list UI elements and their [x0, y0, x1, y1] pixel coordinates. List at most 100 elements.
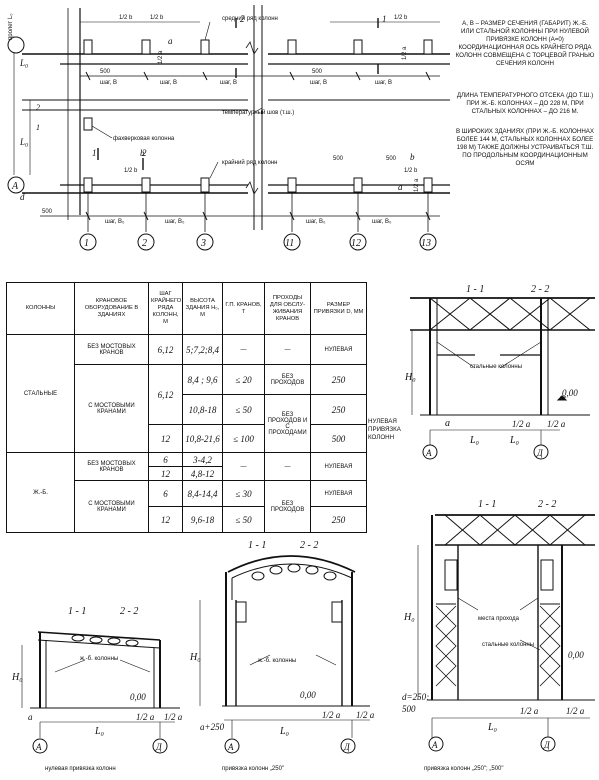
cell-pass-3: Без проходов и с проходами — [264, 394, 311, 453]
step-b-2: шаг, В — [160, 80, 177, 86]
note-wide-buildings: В широких зданиях (при ж.-б. колоннах бо… — [455, 128, 595, 167]
rcz-axis-a: А — [35, 742, 42, 752]
cell-cap-1: — — [222, 334, 265, 365]
th-height: Высота здания H₀, м — [182, 282, 223, 335]
rc250-half-a-1: 1/2 a — [322, 710, 341, 720]
cell-rc: Ж.-б. — [6, 452, 75, 533]
half-b-1: 1/2 b — [119, 15, 133, 21]
th-binding: Размер привязки d, мм — [310, 282, 367, 335]
steel-half-a-1: 1/2 a — [512, 419, 531, 429]
steel-h0: H₀ — [404, 372, 416, 383]
rc250-a250: a+250 — [200, 722, 225, 732]
dim-500-top-2: 500 — [312, 69, 323, 75]
cell-h-7: 8,4-14,4 — [182, 480, 223, 507]
table-row: С мостовыми кранами 6,12 8,4 ; 9,6 ≤ 20 … — [7, 364, 367, 453]
section-mark-top-1: 1 — [382, 14, 387, 24]
rc250-axis-a: А — [227, 742, 234, 752]
rc250-s11: 1 - 1 — [248, 540, 266, 551]
table-header-row: Колонны Крановое оборудование в зданиях … — [6, 282, 367, 335]
steel-level: 0,00 — [562, 388, 578, 398]
cell-no-crane-2: Без мостовых кранов — [74, 452, 149, 481]
cell-cap-4: ≤ 100 — [222, 424, 265, 453]
cell-cap-8: ≤ 50 — [222, 506, 265, 533]
cell-with-crane-2: С мостовыми кранами — [74, 480, 149, 533]
dim-500-bottom-3: 500 — [42, 209, 53, 215]
cell-bind-3: 250 — [310, 394, 367, 425]
rc250-h0: H₀ — [189, 652, 201, 663]
cell-h-6: 4,8-12 — [182, 466, 223, 481]
stp-steel-cols: стальные колонны — [482, 642, 534, 648]
dim-500-bottom-2: 500 — [386, 156, 397, 162]
steel-pass-section-labels: 1 - 1 2 - 2 места прохода стальные колон… — [402, 499, 585, 772]
a-dim-1: а — [168, 36, 173, 46]
cell-cap-7: ≤ 30 — [222, 480, 265, 507]
rcz-h0: H₀ — [11, 672, 23, 683]
cell-h-4: 10,8-21,6 — [182, 424, 223, 453]
table-row: С мостовыми кранами 6 8,4-14,4 ≤ 30 Без … — [7, 480, 367, 533]
steel-axis-d: Д — [536, 448, 544, 458]
rc250-cols-label: ж.-б. колонны — [258, 658, 296, 664]
th-crane: Крановое оборудование в зданиях — [74, 282, 149, 335]
stp-s11: 1 - 1 — [478, 499, 496, 510]
axis-1: 1 — [84, 238, 89, 249]
step-b-4: шаг, В — [310, 80, 327, 86]
rcz-a: a — [28, 712, 33, 722]
cell-h-8: 9,6-18 — [182, 506, 223, 533]
stp-level: 0,00 — [568, 650, 584, 660]
half-b-5: 1/2 b — [404, 168, 418, 174]
halfwood-column-label: фахверковая колонна — [113, 136, 175, 142]
half-a-1: 1/2 a — [158, 50, 164, 64]
table-row: Стальные Без мостовых кранов 6,12 5;7,2;… — [6, 334, 367, 453]
steel-section-labels: 1 - 1 2 - 2 стальные колонны H₀ 0,00 a L… — [404, 284, 578, 458]
steel-a: a — [445, 418, 450, 429]
rcz-axis-d: Д — [155, 742, 163, 752]
stp-s22: 2 - 2 — [538, 499, 556, 510]
cell-step-1: 6,12 — [148, 334, 183, 365]
column-plan — [13, 5, 450, 232]
stp-h0: H₀ — [403, 612, 415, 623]
cell-h-1: 5;7,2;8,4 — [182, 334, 223, 365]
cell-pass-5: — — [264, 452, 311, 481]
rcz-zero-bind: нулевая привязка колонн — [45, 766, 116, 772]
steel-cols-label: стальные колонны — [470, 364, 522, 370]
cell-step-5: 6 — [148, 452, 183, 467]
mark-2-left: 2 — [36, 103, 40, 112]
steel-section-drawing — [410, 297, 595, 460]
cell-cap-5: — — [222, 452, 265, 481]
stp-L0: L₀ — [487, 722, 498, 733]
steel-s22: 2 - 2 — [531, 284, 549, 295]
note-temperature-joint: Длина температурного отсека (до т.ш.) пр… — [456, 92, 594, 115]
steel-L0-1: L₀ — [469, 435, 480, 446]
rcz-L0: L₀ — [94, 726, 105, 737]
table-row: Ж.-б. Без мостовых кранов 6 3-4,2 — — ну… — [6, 452, 367, 533]
rc250-axis-d: Д — [343, 742, 351, 752]
cell-step-2: 6,12 — [148, 364, 183, 425]
cell-step-4: 12 — [148, 424, 183, 453]
cell-bind-1: нулевая — [310, 334, 367, 365]
half-b-2: 1/2 b — [150, 15, 164, 21]
cell-h-3: 10,8-18 — [182, 394, 223, 425]
steel-s11: 1 - 1 — [466, 284, 484, 295]
cell-no-crane-1: Без мостовых кранов — [74, 334, 149, 365]
cell-step-7: 6 — [148, 480, 183, 507]
stp-axis-d: Д — [543, 740, 551, 750]
rc-zero-section-labels: 1 - 1 2 - 2 ж.-б. колонны H₀ 0,00 a L₀ 1… — [11, 606, 183, 772]
L0-plan-top: L₀ — [19, 58, 28, 68]
rc250-half-a-2: 1/2 a — [356, 710, 375, 720]
stp-d500: 500 — [402, 704, 416, 714]
cell-bind-5: нулевая — [310, 452, 367, 481]
axis-2: 2 — [142, 238, 147, 249]
rc-250-section-drawing — [199, 555, 370, 754]
stp-half-a-2: 1/2 a — [566, 706, 585, 716]
step-b0-1: шаг, В₀ — [105, 219, 125, 225]
cell-h-5: 3-4,2 — [182, 452, 223, 467]
th-step: Шаг крайнего ряда колонн, м — [148, 282, 183, 335]
half-b-4: 1/2 b — [124, 168, 138, 174]
span-label: пролет L₀ — [8, 13, 14, 40]
b-dim-2: b — [410, 152, 415, 162]
cell-bind-8: 250 — [310, 506, 367, 533]
edge-row-label: крайний ряд колонн — [222, 159, 277, 166]
rc-250-section-labels: 1 - 1 2 - 2 ж.-б. колонны H₀ 0,00 a+250 … — [189, 540, 375, 772]
table-row: 12 9,6-18 ≤ 50 250 — [7, 506, 367, 533]
